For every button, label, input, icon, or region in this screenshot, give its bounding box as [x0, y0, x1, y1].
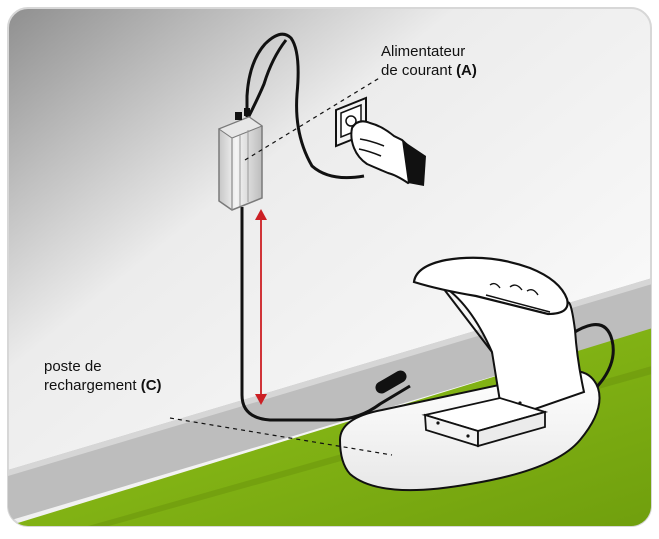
charging-station-line-2-wrapper: rechargement (C) [44, 376, 234, 395]
leader-line-c [169, 417, 393, 456]
power-supply-label: Alimentateur de courant (A) [381, 42, 571, 80]
leader-line-a [244, 76, 382, 161]
power-supply-line-1: Alimentateur [381, 43, 466, 60]
charging-station-line-2: rechargement [44, 377, 137, 394]
mains-cable [245, 32, 365, 180]
hand-icon [350, 120, 426, 186]
station-rear-cable [547, 323, 615, 406]
power-supply-code: (A) [456, 62, 477, 79]
mains-cable-loop [246, 39, 288, 119]
power-supply-line-2-wrapper: de courant (A) [381, 61, 571, 80]
charging-station-code: (C) [140, 377, 162, 394]
distance-arrow [255, 209, 267, 405]
low-voltage-cable [240, 207, 411, 422]
power-adapter-icon [217, 108, 264, 211]
cable-connector [375, 370, 407, 394]
charging-station-label: poste de rechargement (C) [44, 357, 234, 395]
charging-station-icon [338, 256, 601, 492]
charging-station-line-1: poste de [44, 358, 102, 375]
power-supply-line-2: de courant [381, 62, 452, 79]
